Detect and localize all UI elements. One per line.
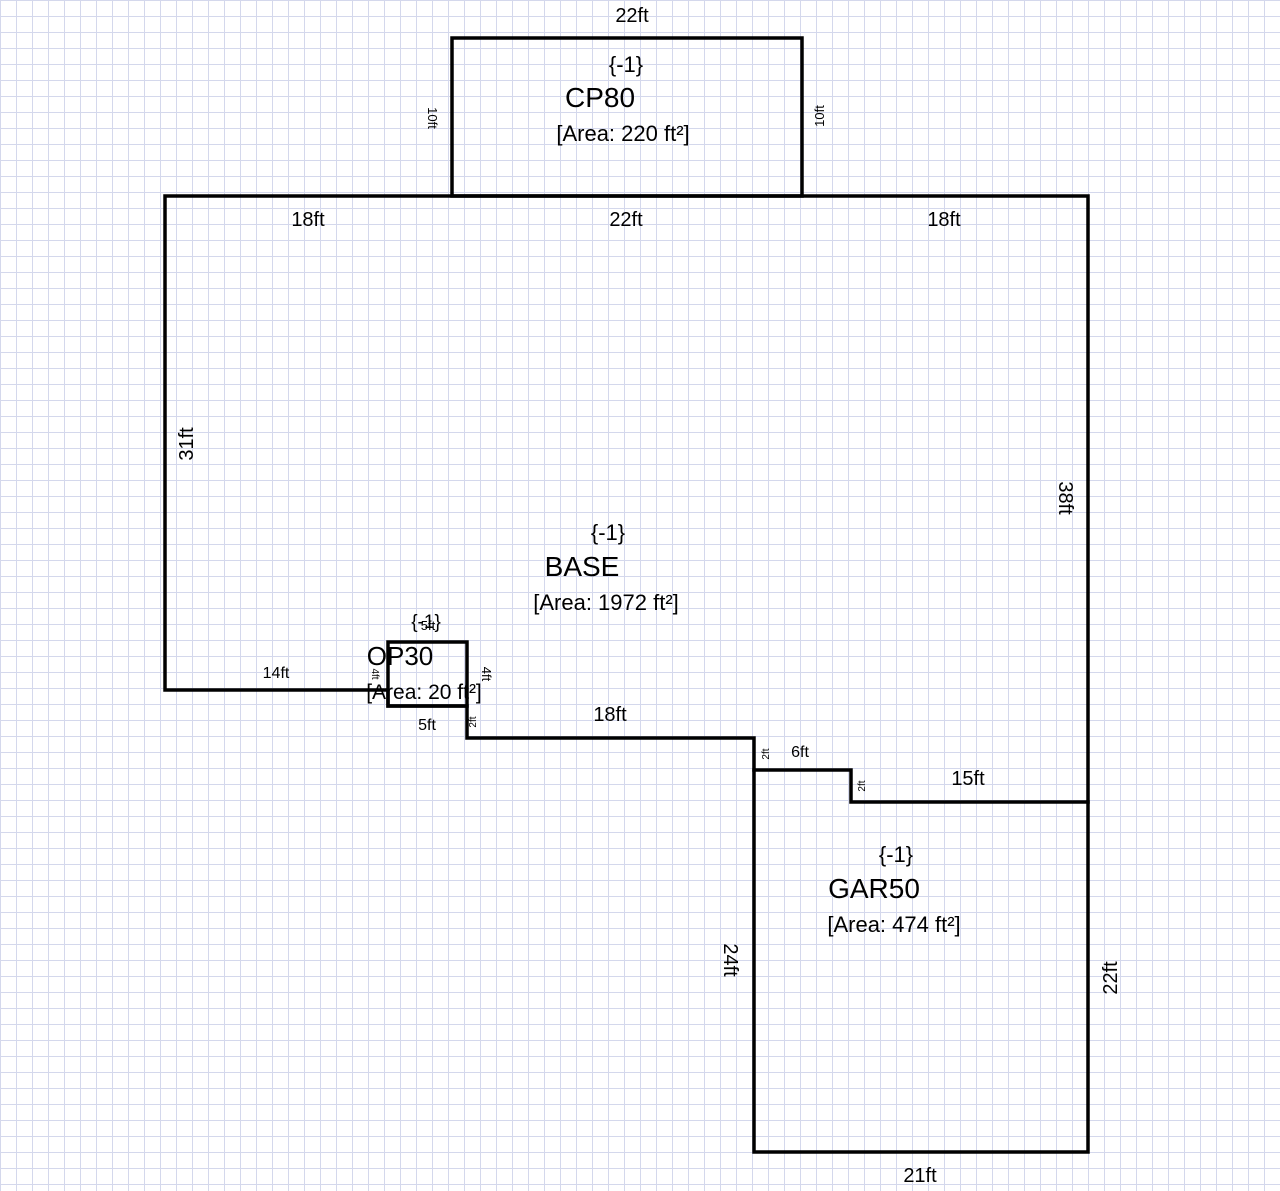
dim-base-left: 31ft	[176, 427, 198, 461]
cp80-area: [Area: 220 ft²]	[556, 121, 689, 146]
dim-base-top-mid: 22ft	[609, 209, 643, 231]
op30-area: [Area: 20 ft²]	[366, 681, 482, 704]
dim-cp-right: 10ft	[812, 105, 827, 127]
base-code: {-1}	[591, 520, 625, 545]
dim-op-right: 4ft	[479, 667, 494, 682]
dim-gar-right: 22ft	[1100, 961, 1122, 995]
base-name: BASE	[545, 551, 620, 582]
dim-base-bottom-right: 15ft	[951, 768, 985, 790]
gar50-name: GAR50	[828, 873, 920, 904]
dim-op-left: 4ft	[369, 668, 380, 679]
gar50-area: [Area: 474 ft²]	[827, 912, 960, 937]
cp80-name: CP80	[565, 82, 635, 113]
dim-base-right: 38ft	[1054, 481, 1076, 515]
dim-op-top: 5ft	[421, 618, 436, 633]
dim-step-2b: 2ft	[857, 780, 868, 791]
dim-gar-bottom: 21ft	[903, 1165, 937, 1187]
gar50-outline	[752, 768, 1090, 1154]
dim-base-step-18: 18ft	[593, 704, 627, 726]
dim-cp-top: 22ft	[615, 5, 649, 27]
dim-op-bottom: 5ft	[418, 717, 436, 734]
dim-base-bottom-left: 14ft	[263, 665, 290, 682]
cp80-code: {-1}	[609, 52, 643, 77]
dim-step-6: 6ft	[791, 744, 809, 761]
gar50-code: {-1}	[879, 842, 913, 867]
base-area: [Area: 1972 ft²]	[533, 590, 679, 615]
op30-outline	[386, 640, 469, 708]
dim-gar-left: 24ft	[719, 943, 741, 977]
dim-step-2c: 2ft	[468, 716, 479, 727]
dim-cp-left: 10ft	[425, 107, 440, 129]
dim-base-top-right: 18ft	[927, 209, 961, 231]
dim-step-2a: 2ft	[761, 748, 772, 759]
op30-code: {-1}	[411, 612, 441, 633]
dim-base-top-left: 18ft	[291, 209, 325, 231]
op30-name: OP30	[367, 641, 434, 671]
